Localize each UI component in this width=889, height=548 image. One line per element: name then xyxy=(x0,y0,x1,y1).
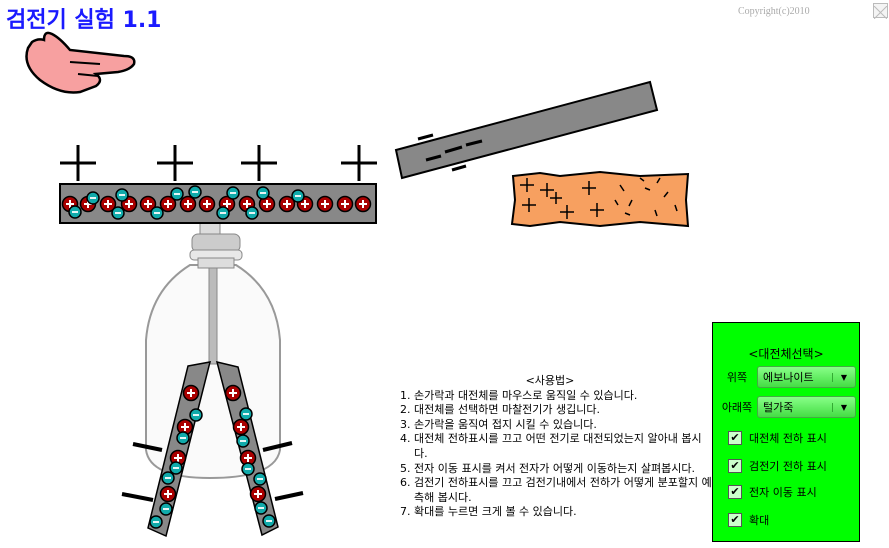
positive-charge xyxy=(278,195,296,213)
positive-charge xyxy=(336,195,354,213)
charge-plus-signs xyxy=(60,145,377,181)
positive-charge xyxy=(159,485,177,503)
negative-charge xyxy=(226,186,240,200)
negative-charge xyxy=(169,461,183,475)
instruction-item: 2. 대전체를 선택하면 마찰전기가 생깁니다. xyxy=(400,403,601,417)
rod-negative-marks xyxy=(417,133,483,172)
negative-charge xyxy=(216,206,230,220)
chevron-down-icon: ▼ xyxy=(832,372,855,382)
positive-charge xyxy=(258,195,276,213)
negative-charge xyxy=(188,185,202,199)
negative-charge xyxy=(176,431,190,445)
positive-charge xyxy=(179,195,197,213)
negative-charge xyxy=(115,188,129,202)
negative-charge xyxy=(254,501,268,515)
instruction-item: 1. 손가락과 대전체를 마우스로 움직일 수 있습니다. xyxy=(400,388,638,402)
negative-charge xyxy=(161,471,175,485)
plus-sign xyxy=(341,145,377,181)
checkbox-body-charge[interactable]: ✔ 대전체 전하 표시 xyxy=(728,430,827,446)
negative-charge xyxy=(111,206,125,220)
instructions-heading: <사용법> xyxy=(525,374,575,387)
check-icon: ✔ xyxy=(728,431,742,445)
negative-charge xyxy=(241,462,255,476)
bottom-label: 아래쪽 xyxy=(721,401,753,414)
positive-charge xyxy=(224,384,242,402)
negative-charge xyxy=(150,206,164,220)
plus-sign xyxy=(60,145,96,181)
positive-charge xyxy=(249,485,267,503)
instructions: <사용법> 1. 손가락과 대전체를 마우스로 움직일 수 있습니다. 2. 대… xyxy=(400,374,714,520)
check-icon: ✔ xyxy=(728,459,742,473)
negative-charge xyxy=(159,502,173,516)
instruction-item: 3. 손가락을 움직여 접지 시킬 수 있습니다. xyxy=(400,417,597,431)
negative-charge xyxy=(239,407,253,421)
checkbox-electroscope-charge[interactable]: ✔ 검전기 전하 표시 xyxy=(728,458,827,474)
instruction-item: 5. 전자 이동 표시를 켜서 전자가 어떻게 이동하는지 살펴봅시다. xyxy=(400,461,695,475)
close-button[interactable] xyxy=(873,3,888,20)
charged-body-panel: <대전체선택> 위쪽 에보나이트 ▼ 아래쪽 털가죽 ▼ ✔ 대전체 전하 표시 ✔ 검… xyxy=(712,322,860,542)
positive-charge xyxy=(159,195,177,213)
instruction-item: 4. 대전체 전하표시를 끄고 어떤 전기로 대전되었는지 알아내 봅시다. xyxy=(400,432,702,460)
plus-sign xyxy=(241,145,277,181)
app-title: 검전기 실험 1.1 xyxy=(6,8,162,33)
charges xyxy=(61,185,372,529)
fur[interactable] xyxy=(510,170,690,228)
positive-charge xyxy=(354,195,372,213)
instruction-item: 6. 검전기 전하표시를 끄고 검전기내에서 전하가 어떻게 분포할지 예측해 … xyxy=(400,476,712,504)
negative-charge xyxy=(262,514,276,528)
checkbox-label: 대전체 전하 표시 xyxy=(749,432,827,445)
check-icon: ✔ xyxy=(728,485,742,499)
negative-charge xyxy=(256,186,270,200)
pointing-hand[interactable] xyxy=(25,31,136,94)
check-icon: ✔ xyxy=(728,513,742,527)
checkbox-label: 확대 xyxy=(749,514,770,527)
top-label: 위쪽 xyxy=(726,371,748,384)
negative-charge xyxy=(245,206,259,220)
positive-charge xyxy=(316,195,334,213)
electroscope-bottle xyxy=(145,221,281,480)
panel-title: <대전체선택> xyxy=(748,347,824,361)
positive-charge xyxy=(198,195,216,213)
checkbox-electron-movement[interactable]: ✔ 전자 이동 표시 xyxy=(728,484,817,500)
negative-charge xyxy=(291,189,305,203)
checkbox-label: 전자 이동 표시 xyxy=(749,486,817,499)
top-body-row: 위쪽 에보나이트 ▼ xyxy=(717,366,856,388)
chevron-down-icon: ▼ xyxy=(832,402,855,412)
negative-charge xyxy=(149,515,163,529)
positive-charge xyxy=(182,384,200,402)
checkbox-label: 검전기 전하 표시 xyxy=(749,460,827,473)
positive-charge xyxy=(139,195,157,213)
top-select-value: 에보나이트 xyxy=(763,371,814,384)
close-icon xyxy=(873,5,888,20)
negative-charge xyxy=(253,472,267,486)
top-body-select[interactable]: 에보나이트 ▼ xyxy=(757,366,856,388)
positive-charge xyxy=(99,195,117,213)
bottom-select-value: 털가죽 xyxy=(763,401,794,414)
negative-charge xyxy=(236,434,250,448)
negative-charge xyxy=(68,205,82,219)
negative-charge xyxy=(170,187,184,201)
instruction-item: 7. 확대를 누르면 크게 볼 수 있습니다. xyxy=(400,505,577,519)
leaf-repulsion-marks xyxy=(121,441,304,502)
negative-charge xyxy=(189,408,203,422)
bottom-body-row: 아래쪽 털가죽 ▼ xyxy=(717,396,856,418)
ebonite-rod[interactable] xyxy=(394,80,659,180)
bottom-body-select[interactable]: 털가죽 ▼ xyxy=(757,396,856,418)
plus-sign xyxy=(157,145,193,181)
checkbox-zoom[interactable]: ✔ 확대 xyxy=(728,512,769,528)
positive-charge xyxy=(232,418,250,436)
copyright: Copyright(c)2010 xyxy=(738,6,810,17)
negative-charge xyxy=(86,191,100,205)
